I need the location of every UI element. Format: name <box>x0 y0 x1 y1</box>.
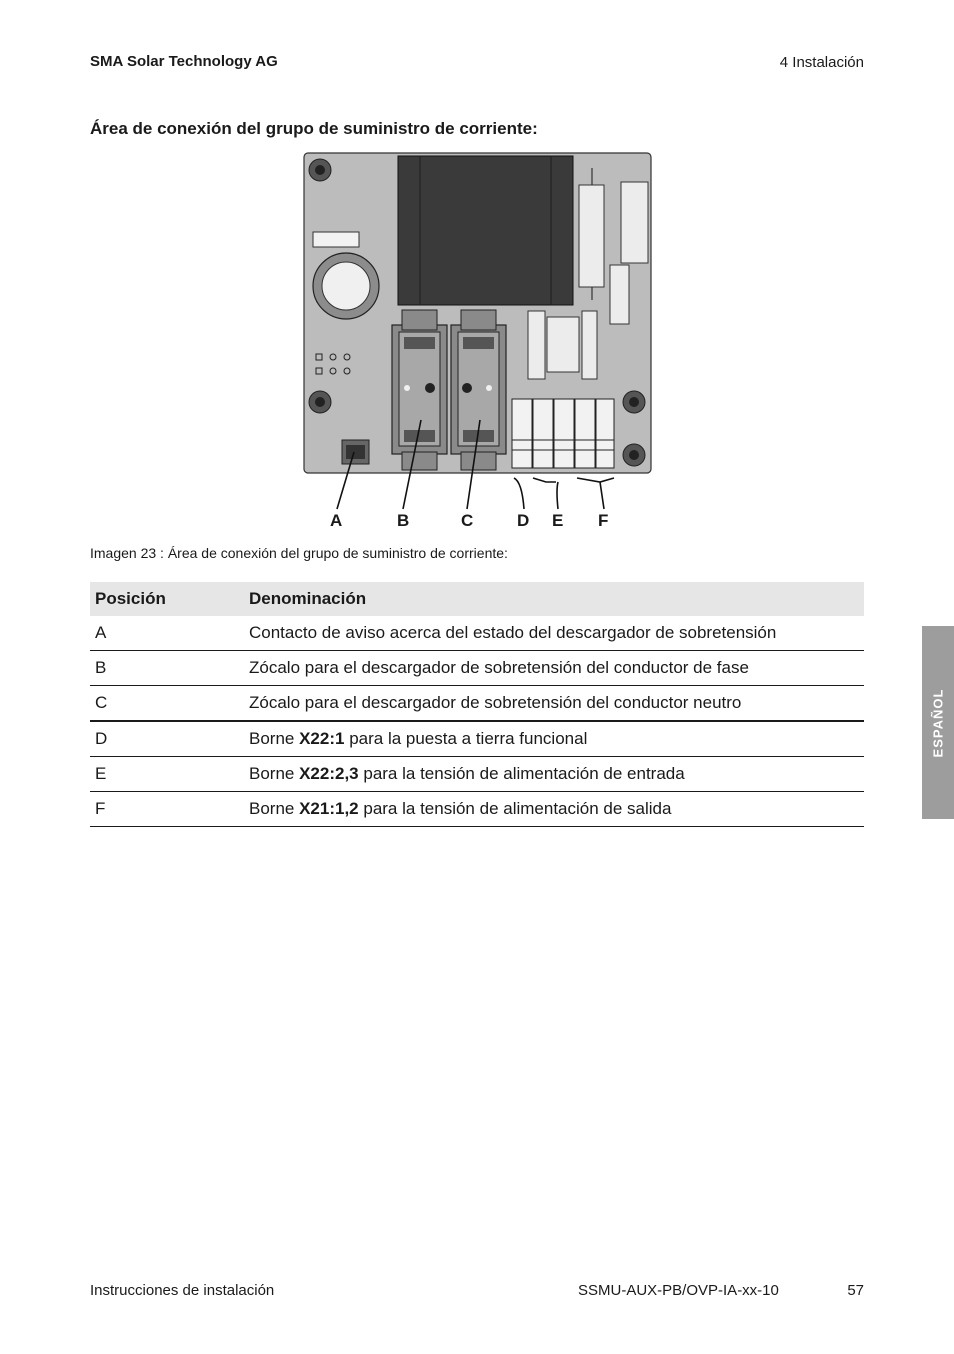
position-table: Posición Denominación A Contacto de avis… <box>90 582 864 827</box>
table-row: D Borne X22:1 para la puesta a tierra fu… <box>90 721 864 757</box>
description-text: Borne <box>249 729 300 748</box>
section-title: Área de conexión del grupo de suministro… <box>90 119 538 138</box>
description-text: Contacto de aviso acerca del estado del … <box>249 623 777 642</box>
table-row: E Borne X22:2,3 para la tensión de alime… <box>90 756 864 792</box>
description-text: para la puesta a tierra funcional <box>344 729 588 748</box>
callout-label: C <box>461 511 473 530</box>
terminal-id: X21:1,2 <box>299 799 359 818</box>
footer-doc-code: SSMU-AUX-PB/OVP-IA-xx-10 <box>578 1282 779 1299</box>
description-text: Borne <box>249 799 300 818</box>
callout-label: D <box>517 511 529 530</box>
description-cell: Zócalo para el descargador de sobretensi… <box>244 685 864 722</box>
table-row: A Contacto de aviso acerca del estado de… <box>90 616 864 651</box>
description-text: para la tensión de alimentación de entra… <box>358 764 685 783</box>
table-row: C Zócalo para el descargador de sobreten… <box>90 685 864 722</box>
table-header-row: Posición Denominación <box>90 582 864 616</box>
chapter-heading: 4 Instalación <box>779 54 864 71</box>
callout-label: B <box>397 511 409 530</box>
description-cell: Borne X22:2,3 para la tensión de aliment… <box>244 756 864 792</box>
position-cell: F <box>90 791 244 827</box>
table-row: B Zócalo para el descargador de sobreten… <box>90 650 864 686</box>
figure-caption: Imagen 23 : Área de conexión del grupo d… <box>90 545 508 561</box>
page-number: 57 <box>847 1282 864 1299</box>
table-row: F Borne X21:1,2 para la tensión de alime… <box>90 791 864 827</box>
description-cell: Borne X21:1,2 para la tensión de aliment… <box>244 791 864 827</box>
description-text: Borne <box>249 764 300 783</box>
callout-label: A <box>330 511 342 530</box>
description-cell: Contacto de aviso acerca del estado del … <box>244 616 864 651</box>
circuit-board-figure: A B C D E F <box>303 152 652 530</box>
description-text: Zócalo para el descargador de sobretensi… <box>249 693 742 712</box>
terminal-id: X22:1 <box>299 729 345 748</box>
description-cell: Borne X22:1 para la puesta a tierra func… <box>244 721 864 757</box>
column-header: Denominación <box>244 582 864 616</box>
position-cell: A <box>90 616 244 651</box>
position-cell: C <box>90 685 244 722</box>
position-cell: D <box>90 721 244 757</box>
language-tab: ESPAÑOL <box>922 626 954 819</box>
position-cell: E <box>90 756 244 792</box>
description-text: Zócalo para el descargador de sobretensi… <box>249 658 749 677</box>
position-cell: B <box>90 650 244 686</box>
callout-label: F <box>598 511 608 530</box>
footer-doc-type: Instrucciones de instalación <box>90 1282 275 1299</box>
description-text: para la tensión de alimentación de salid… <box>358 799 672 818</box>
language-tab-label: ESPAÑOL <box>930 688 946 757</box>
description-cell: Zócalo para el descargador de sobretensi… <box>244 650 864 686</box>
callout-label: E <box>552 511 563 530</box>
terminal-id: X22:2,3 <box>299 764 359 783</box>
column-header: Posición <box>90 582 244 616</box>
company-name: SMA Solar Technology AG <box>90 53 278 70</box>
